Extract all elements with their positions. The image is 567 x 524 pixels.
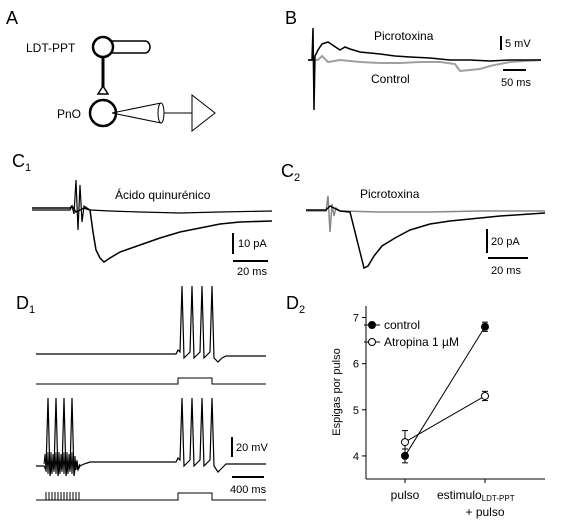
panel-d2-letter: D2 xyxy=(286,293,305,316)
spike-train-top xyxy=(36,285,266,363)
amplifier-icon xyxy=(191,93,216,133)
stimulating-electrode xyxy=(112,40,151,54)
ldt-neuron-soma xyxy=(91,35,115,59)
spike-train-bottom xyxy=(36,397,266,477)
x-tick-label: + pulso xyxy=(465,505,504,519)
scale-label-voltage: 5 mV xyxy=(505,38,531,50)
scale-label-current-c1: 10 pA xyxy=(238,238,267,250)
panel-c2: C2 Picrotoxina 20 pA 20 ms xyxy=(281,161,546,277)
y-tick-label: 4 xyxy=(353,451,359,463)
legend-marker xyxy=(368,321,376,329)
scale-label-time: 50 ms xyxy=(501,77,531,89)
x-tick-label: estimuloLDT-PPT xyxy=(437,488,515,503)
control-current-trace-c1 xyxy=(32,204,273,263)
trace-label-kynurenic: Ácido quinurénico xyxy=(115,187,211,202)
pulse-trace-bottom xyxy=(36,492,266,501)
legend-label: Atropina 1 µM xyxy=(384,335,459,349)
x-tick-label-subscript: LDT-PPT xyxy=(482,494,515,503)
trace-label-picrotoxin: Picrotoxina xyxy=(374,29,434,43)
series-line-1 xyxy=(404,395,486,443)
control-current-trace-c2 xyxy=(306,205,546,270)
pno-label: PnO xyxy=(57,107,81,121)
legend-label: control xyxy=(384,318,420,332)
y-tick-label: 6 xyxy=(353,359,359,371)
scale-label-time-d1: 400 ms xyxy=(230,484,267,496)
picrotoxin-trace xyxy=(308,27,541,111)
legend-marker xyxy=(368,338,376,346)
scale-label-voltage-d1: 20 mV xyxy=(236,442,268,454)
pno-neuron-soma xyxy=(88,98,118,128)
panel-b: B Picrotoxina Control 5 mV 50 ms xyxy=(285,8,542,111)
data-point xyxy=(401,438,409,447)
y-tick-label: 7 xyxy=(353,313,359,325)
panel-d1: D1 20 mV 400 ms xyxy=(16,285,268,501)
recording-pipette xyxy=(111,102,162,124)
panel-c2-letter: C2 xyxy=(281,161,300,184)
x-tick-label: pulso xyxy=(391,488,420,502)
trace-label-picrotoxin-c2: Picrotoxina xyxy=(360,187,420,201)
burst-oscillations xyxy=(43,451,81,475)
picrotoxin-current-trace xyxy=(306,195,545,233)
panel-a: A LDT-PPT PnO xyxy=(6,8,216,133)
data-point xyxy=(481,322,489,331)
panel-a-letter: A xyxy=(6,8,18,28)
panel-d2: D2 4 5 6 7 pulso estimuloLDT-PPT + pulso Espiga… xyxy=(286,293,545,519)
kynurenic-trace xyxy=(32,179,273,231)
panel-b-letter: B xyxy=(285,8,297,28)
spikes-chart: 4 5 6 7 pulso estimuloLDT-PPT + pulso Espigas p… xyxy=(331,306,545,519)
control-trace xyxy=(308,54,542,73)
data-point xyxy=(481,391,489,400)
scale-label-time-c1: 20 ms xyxy=(237,266,267,278)
trace-label-control: Control xyxy=(371,72,410,86)
scale-label-current-c2: 20 pA xyxy=(491,236,520,248)
neuron-diagram xyxy=(88,35,216,133)
y-axis-label: Espigas por pulso xyxy=(331,348,343,435)
synapse-terminal xyxy=(96,84,110,95)
pulse-trace-top xyxy=(36,377,266,385)
panel-c1-letter: C1 xyxy=(12,151,31,174)
panel-d1-letter: D1 xyxy=(16,293,35,316)
panel-c1: C1 Ácido quinurénico 10 pA 20 ms xyxy=(12,151,273,278)
y-tick-label: 5 xyxy=(353,405,359,417)
scale-label-time-c2: 20 ms xyxy=(491,265,521,277)
ldt-stim-ticks xyxy=(45,492,80,500)
ldt-ppt-label: LDT-PPT xyxy=(26,41,76,55)
